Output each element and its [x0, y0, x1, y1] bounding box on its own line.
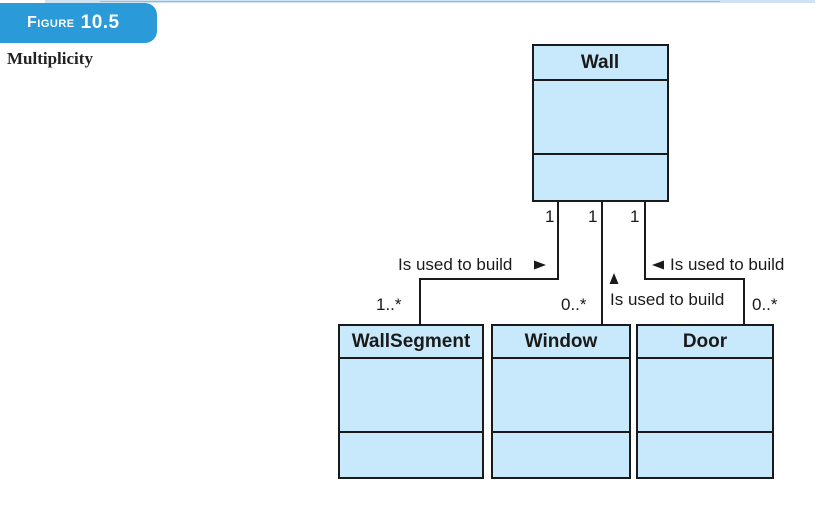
class-wall [532, 44, 669, 202]
association-label-window: Is used to build [610, 290, 724, 309]
figure-caption: Multiplicity [7, 49, 93, 68]
class-wallsegment-box [338, 324, 484, 479]
direction-arrow-up [609, 273, 619, 284]
multiplicity-wall-left: 1 [545, 207, 554, 226]
class-window-box [491, 324, 631, 479]
multiplicity-wall-right: 1 [630, 207, 639, 226]
association-line-wallsegment [419, 201, 559, 325]
multiplicity-door: 0..* [752, 295, 778, 314]
class-wall-box [532, 44, 669, 202]
multiplicity-wall-mid: 1 [588, 207, 597, 226]
direction-arrow-left [652, 260, 664, 270]
class-door-box [636, 324, 774, 479]
class-wallsegment-name: WallSegment [352, 331, 471, 352]
class-wallsegment [338, 324, 484, 479]
top-rule-line [100, 1, 720, 2]
class-wall-name: Wall [581, 52, 619, 73]
association-label-door: Is used to build [670, 255, 784, 274]
association-line-door [644, 201, 745, 325]
direction-arrow-right [534, 260, 546, 270]
class-door-name: Door [683, 331, 728, 352]
figure-label-number: 10.5 [80, 12, 120, 33]
association-label-wallsegment: Is used to build [398, 255, 512, 274]
class-window-name: Window [525, 331, 598, 352]
figure-label-word: Figure [27, 14, 75, 31]
class-window [491, 324, 631, 479]
class-door [636, 324, 774, 479]
multiplicity-window: 0..* [561, 295, 587, 314]
figure-tab: Figure 10.5 [0, 3, 157, 43]
multiplicity-wallsegment: 1..* [376, 295, 402, 314]
